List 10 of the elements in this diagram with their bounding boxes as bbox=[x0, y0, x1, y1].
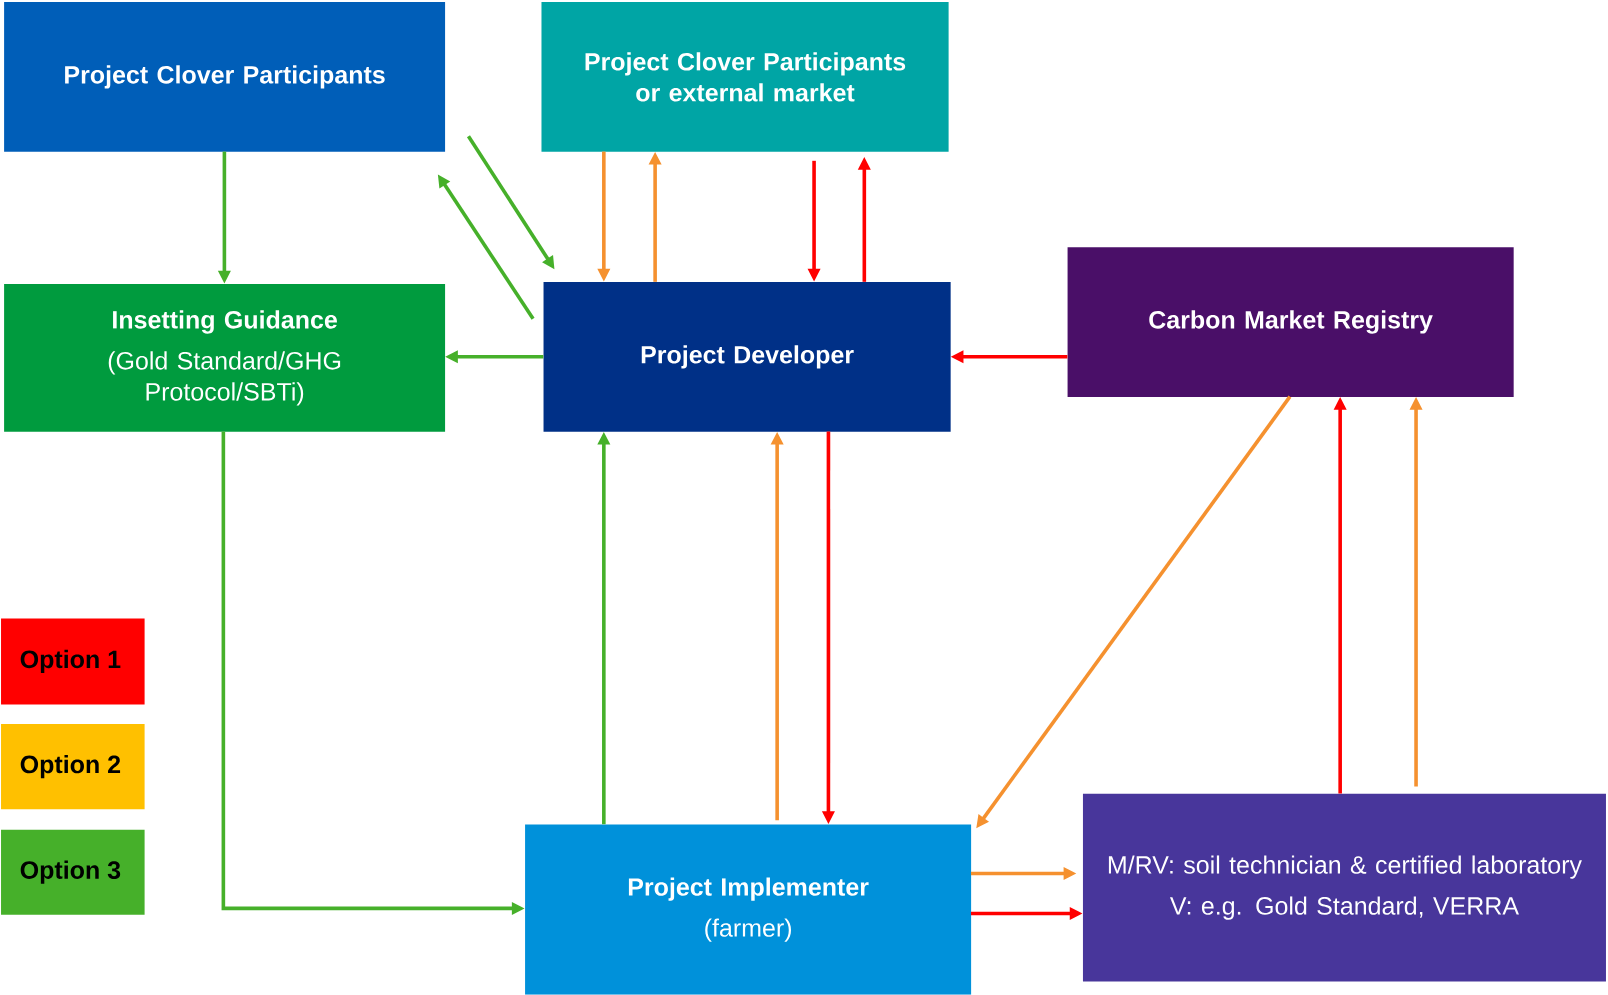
process-box: Project Clover Participants or external market bbox=[541, 2, 949, 152]
legend-item: Option 1 bbox=[1, 618, 145, 705]
process-box: Carbon Market Registry bbox=[1067, 247, 1514, 397]
process-box: Insetting Guidance (Gold Standard/GHG Protocol/SBTi) bbox=[4, 284, 446, 432]
process-box: M/RV: soil technician & certified laboratory V: e.g. Gold Standard, VERRA bbox=[1082, 793, 1606, 982]
process-box: Project Clover Participants bbox=[4, 2, 446, 152]
process-box: Project Developer bbox=[543, 282, 951, 432]
legend-item: Option 2 bbox=[1, 724, 145, 810]
process-box: Project Implementer (farmer) bbox=[525, 824, 972, 995]
legend-item: Option 3 bbox=[1, 829, 145, 915]
